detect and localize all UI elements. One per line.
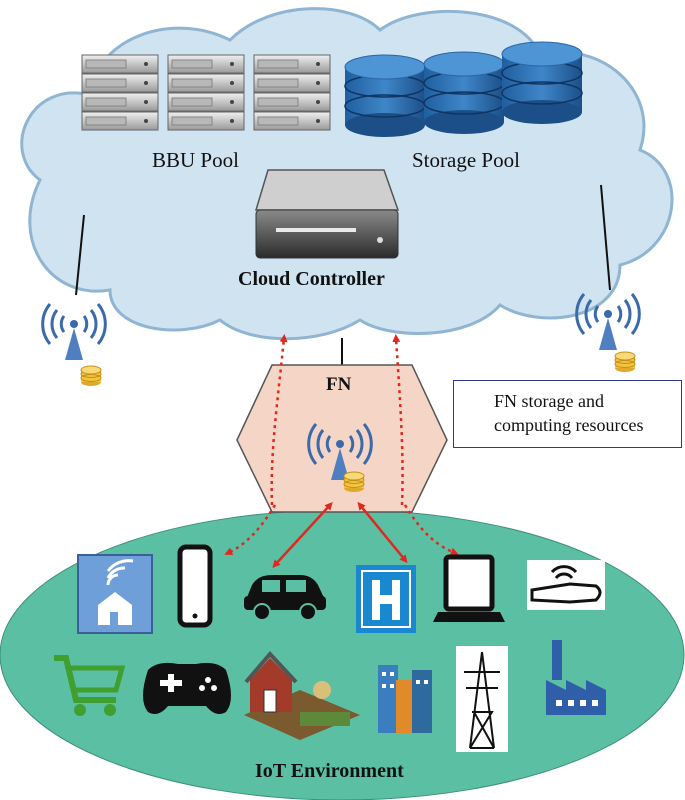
city-buildings-icon <box>378 665 432 733</box>
smart-home-icon <box>77 554 153 634</box>
server-rack-icon <box>167 54 245 131</box>
fn-to-phone-arrow <box>224 504 277 555</box>
bbu-pool-label: BBU Pool <box>152 148 239 172</box>
smartphone-icon <box>177 544 213 628</box>
factory-icon <box>546 640 606 715</box>
server-rack-icon <box>81 54 159 131</box>
storage-coins-icon <box>343 471 365 493</box>
server-rack-icon <box>253 54 331 131</box>
antenna-tower-icon <box>41 302 107 362</box>
iot-environment-label: IoT Environment <box>255 760 404 782</box>
laptop-icon <box>433 554 505 622</box>
storage-pool-label: Storage Pool <box>412 148 520 172</box>
power-tower-icon <box>456 646 508 752</box>
legend-text: FN storage and computing resources <box>494 391 644 435</box>
database-icon <box>423 51 505 135</box>
fn-hospital-link <box>357 501 408 564</box>
fn-car-link <box>272 502 333 568</box>
storage-coins-icon <box>614 351 636 373</box>
legend: FN storage and computing resources <box>453 380 682 448</box>
fn-to-laptop-arrow <box>403 504 459 556</box>
hospital-icon <box>356 565 416 633</box>
gamepad-icon <box>143 662 231 714</box>
fn-hexagon <box>236 364 448 513</box>
database-icon <box>344 54 426 138</box>
database-icon <box>501 41 583 125</box>
bbu-pool-servers <box>81 54 331 131</box>
cloud-controller-label: Cloud Controller <box>238 268 385 290</box>
car-icon <box>244 575 326 621</box>
hard-drive-icon <box>254 169 400 259</box>
storage-pool-databases <box>344 41 583 138</box>
fn-label: FN <box>326 374 352 395</box>
storage-coins-icon <box>80 365 102 387</box>
shopping-cart-icon <box>54 655 126 716</box>
farm-icon <box>244 650 360 740</box>
iot-environment-area <box>0 509 685 800</box>
wearable-sensor-icon <box>527 560 605 610</box>
